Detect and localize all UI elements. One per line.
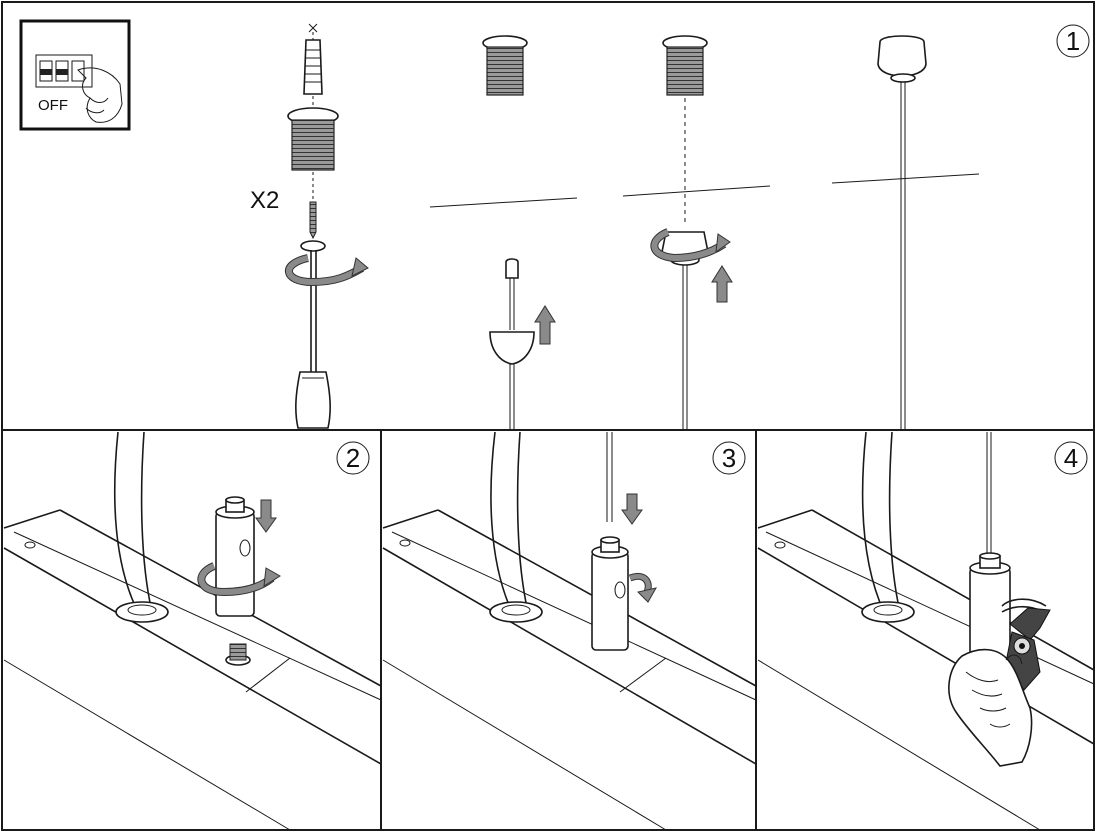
ceiling-line-b: [622, 185, 771, 197]
panel-3: 3: [382, 431, 757, 831]
step-number-3: 3: [712, 441, 746, 475]
rotate-arrow-icon-b: [650, 228, 731, 263]
ceiling-line-a: [429, 197, 578, 208]
panel-2: 2: [3, 431, 382, 831]
down-arrow-icon-3: [621, 493, 643, 525]
canopy-socket-a: [482, 35, 528, 96]
power-switch-off-icon: OFF: [19, 19, 131, 131]
rotate-arrow-icon: [284, 254, 369, 287]
installed-canopy: [877, 35, 927, 430]
cable-2: [113, 431, 169, 623]
cable-4: [861, 431, 915, 623]
wall-plug: [303, 39, 323, 95]
rotate-arrow-icon-2: [197, 562, 281, 597]
step-number-4-text: 4: [1064, 443, 1078, 473]
suspension-wire-4: [986, 432, 992, 556]
fixture-body-4: [757, 509, 1095, 831]
panel-1: 1 OFF: [19, 19, 1090, 430]
step-number-4: 4: [1054, 441, 1088, 475]
panel-4: 4: [757, 431, 1095, 831]
cutting-pliers-icon: [1005, 607, 1051, 691]
up-arrow-icon-b: [711, 265, 733, 303]
quantity-label: X2: [250, 187, 279, 214]
threaded-stud-2: [225, 643, 251, 666]
step-number-2-text: 2: [346, 443, 360, 473]
fixture-body-2: [3, 509, 382, 831]
switch-label: OFF: [38, 97, 68, 114]
screw: [300, 201, 326, 252]
canopy-socket-b: [662, 35, 708, 96]
step-number-1-text: 1: [1066, 26, 1080, 56]
canopy-b: [661, 231, 709, 430]
step-number-3-text: 3: [722, 443, 736, 473]
fixture-body-3: [382, 509, 757, 831]
up-arrow-icon: [534, 305, 556, 345]
rotate-arrow-icon-3: [628, 573, 657, 603]
threaded-socket: [287, 107, 339, 171]
cable-grip-4: [969, 552, 1047, 669]
step-number-2: 2: [336, 441, 370, 475]
wall-anchor-stack: X2: [250, 23, 339, 252]
suspension-wire-3: [606, 432, 613, 522]
cable-with-canopy-a: [489, 258, 535, 430]
cable-grip-3: [591, 536, 629, 651]
hand-icon: [948, 648, 1033, 767]
cable-3: [489, 431, 543, 623]
step-number-1: 1: [1056, 24, 1090, 58]
screwdriver-icon: [295, 250, 331, 429]
down-arrow-icon-2: [255, 499, 277, 533]
cable-grip-2: [215, 496, 255, 617]
